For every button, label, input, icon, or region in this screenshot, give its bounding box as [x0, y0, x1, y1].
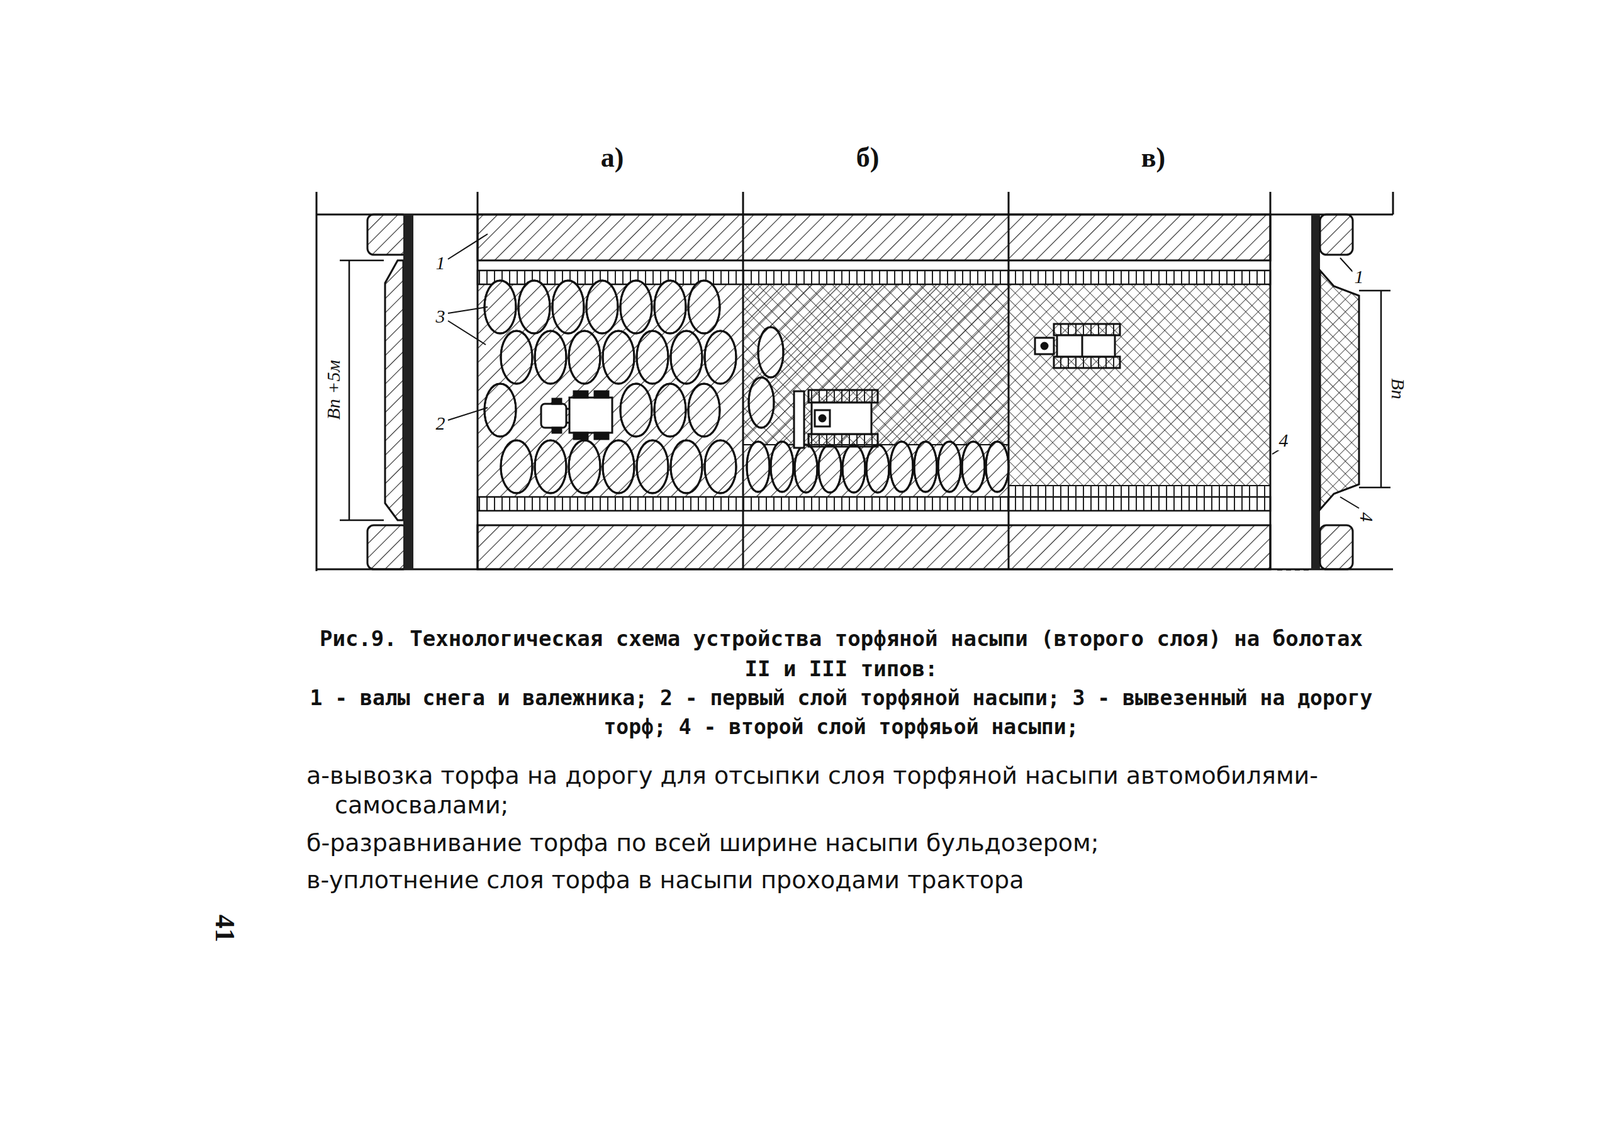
- peat-piles: [484, 280, 1009, 494]
- legend-text: 1 - валы снега и валежника; 2 - первый с…: [306, 683, 1377, 742]
- tractor: [1034, 324, 1120, 369]
- callout-number: 1: [434, 252, 448, 274]
- section-letter: в): [1139, 143, 1168, 173]
- callout-number: 1: [1352, 266, 1366, 287]
- section-letter: б): [854, 143, 882, 173]
- dump-truck: [541, 391, 613, 440]
- step-note: а-вывозка торфа на дорогу для отсыпки сл…: [306, 761, 1377, 822]
- figure-caption: Рис.9. Технологическая схема устройства …: [306, 624, 1377, 684]
- step-note: в-уплотнение слоя торфа в насыпи прохода…: [306, 865, 1377, 896]
- bulldozer: [794, 390, 878, 448]
- second-peat-layer: [1008, 284, 1271, 486]
- snow-bank: [477, 525, 1271, 570]
- dimension: Вп +5м: [323, 358, 344, 422]
- step-note: б-разравнивание торфа по всей ширине нас…: [306, 828, 1377, 859]
- edge-strip: [477, 497, 1271, 511]
- snow-bank: [477, 214, 1271, 261]
- end-wall: [1311, 214, 1321, 570]
- callout-number: 4: [1277, 430, 1291, 451]
- callout-number: 2: [434, 413, 448, 434]
- first-peat-layer: [743, 284, 1009, 498]
- embankment-end: [1320, 270, 1360, 510]
- second-peat-layer: [743, 284, 1009, 445]
- page-number: 41: [210, 912, 240, 945]
- callout-number: 3: [434, 306, 448, 327]
- callout-number: 4: [1356, 510, 1377, 525]
- embankment-end: [385, 260, 404, 521]
- end-wall: [403, 214, 414, 570]
- edge-strip: [1008, 485, 1271, 498]
- section-letter: а): [598, 143, 627, 173]
- dimension: Вп: [1387, 376, 1409, 401]
